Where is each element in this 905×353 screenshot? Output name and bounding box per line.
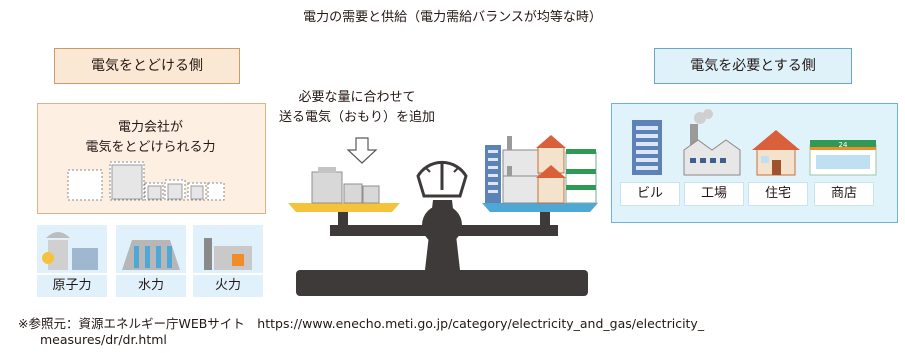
shop-sign-text: 24 <box>839 141 848 149</box>
diagram-title: 電力の需要と供給（電力需給バランスが均等な時） <box>303 10 602 25</box>
demand-pan <box>482 135 598 212</box>
supply-side-label: 電気をとどける側 <box>54 48 240 84</box>
source-note-line2: measures/dr/dr.html <box>40 332 167 347</box>
house-icon <box>752 130 800 176</box>
balance-scale <box>296 160 588 296</box>
shop-icon: 24 <box>809 140 877 176</box>
supply-capacity-text: 電力会社が 電気をとどけられる力 <box>37 118 264 158</box>
add-weight-annotation: 必要な量に合わせて 送る電気（おもり）を追加 <box>262 88 452 128</box>
office-building-icon <box>632 120 662 175</box>
annotation-line1: 必要な量に合わせて <box>298 90 416 105</box>
hydro-dam-icon <box>116 225 186 273</box>
supply-pan <box>288 167 400 212</box>
consumer-label-shop: 商店 <box>814 182 874 206</box>
plant-label-thermal: 火力 <box>193 275 263 297</box>
consumer-label-building: ビル <box>620 182 680 206</box>
plant-label-hydro: 水力 <box>116 275 186 297</box>
supply-capacity-line2: 電気をとどけられる力 <box>85 140 216 155</box>
supply-capacity-line1: 電力会社が <box>117 120 183 135</box>
demand-side-label: 電気を必要とする側 <box>654 48 852 84</box>
factory-icon <box>683 109 741 176</box>
nuclear-plant-icon <box>37 225 107 273</box>
source-note: ※参照元：資源エネルギー庁WEBサイト https://www.enecho.m… <box>18 316 898 348</box>
consumer-label-factory: 工場 <box>684 182 744 206</box>
consumer-label-house: 住宅 <box>748 182 808 206</box>
plant-label-nuclear: 原子力 <box>37 275 107 297</box>
source-note-line1: ※参照元：資源エネルギー庁WEBサイト https://www.enecho.m… <box>18 316 705 331</box>
annotation-line2: 送る電気（おもり）を追加 <box>278 110 435 125</box>
add-weight-arrow <box>346 137 378 164</box>
thermal-plant-icon <box>193 225 263 273</box>
